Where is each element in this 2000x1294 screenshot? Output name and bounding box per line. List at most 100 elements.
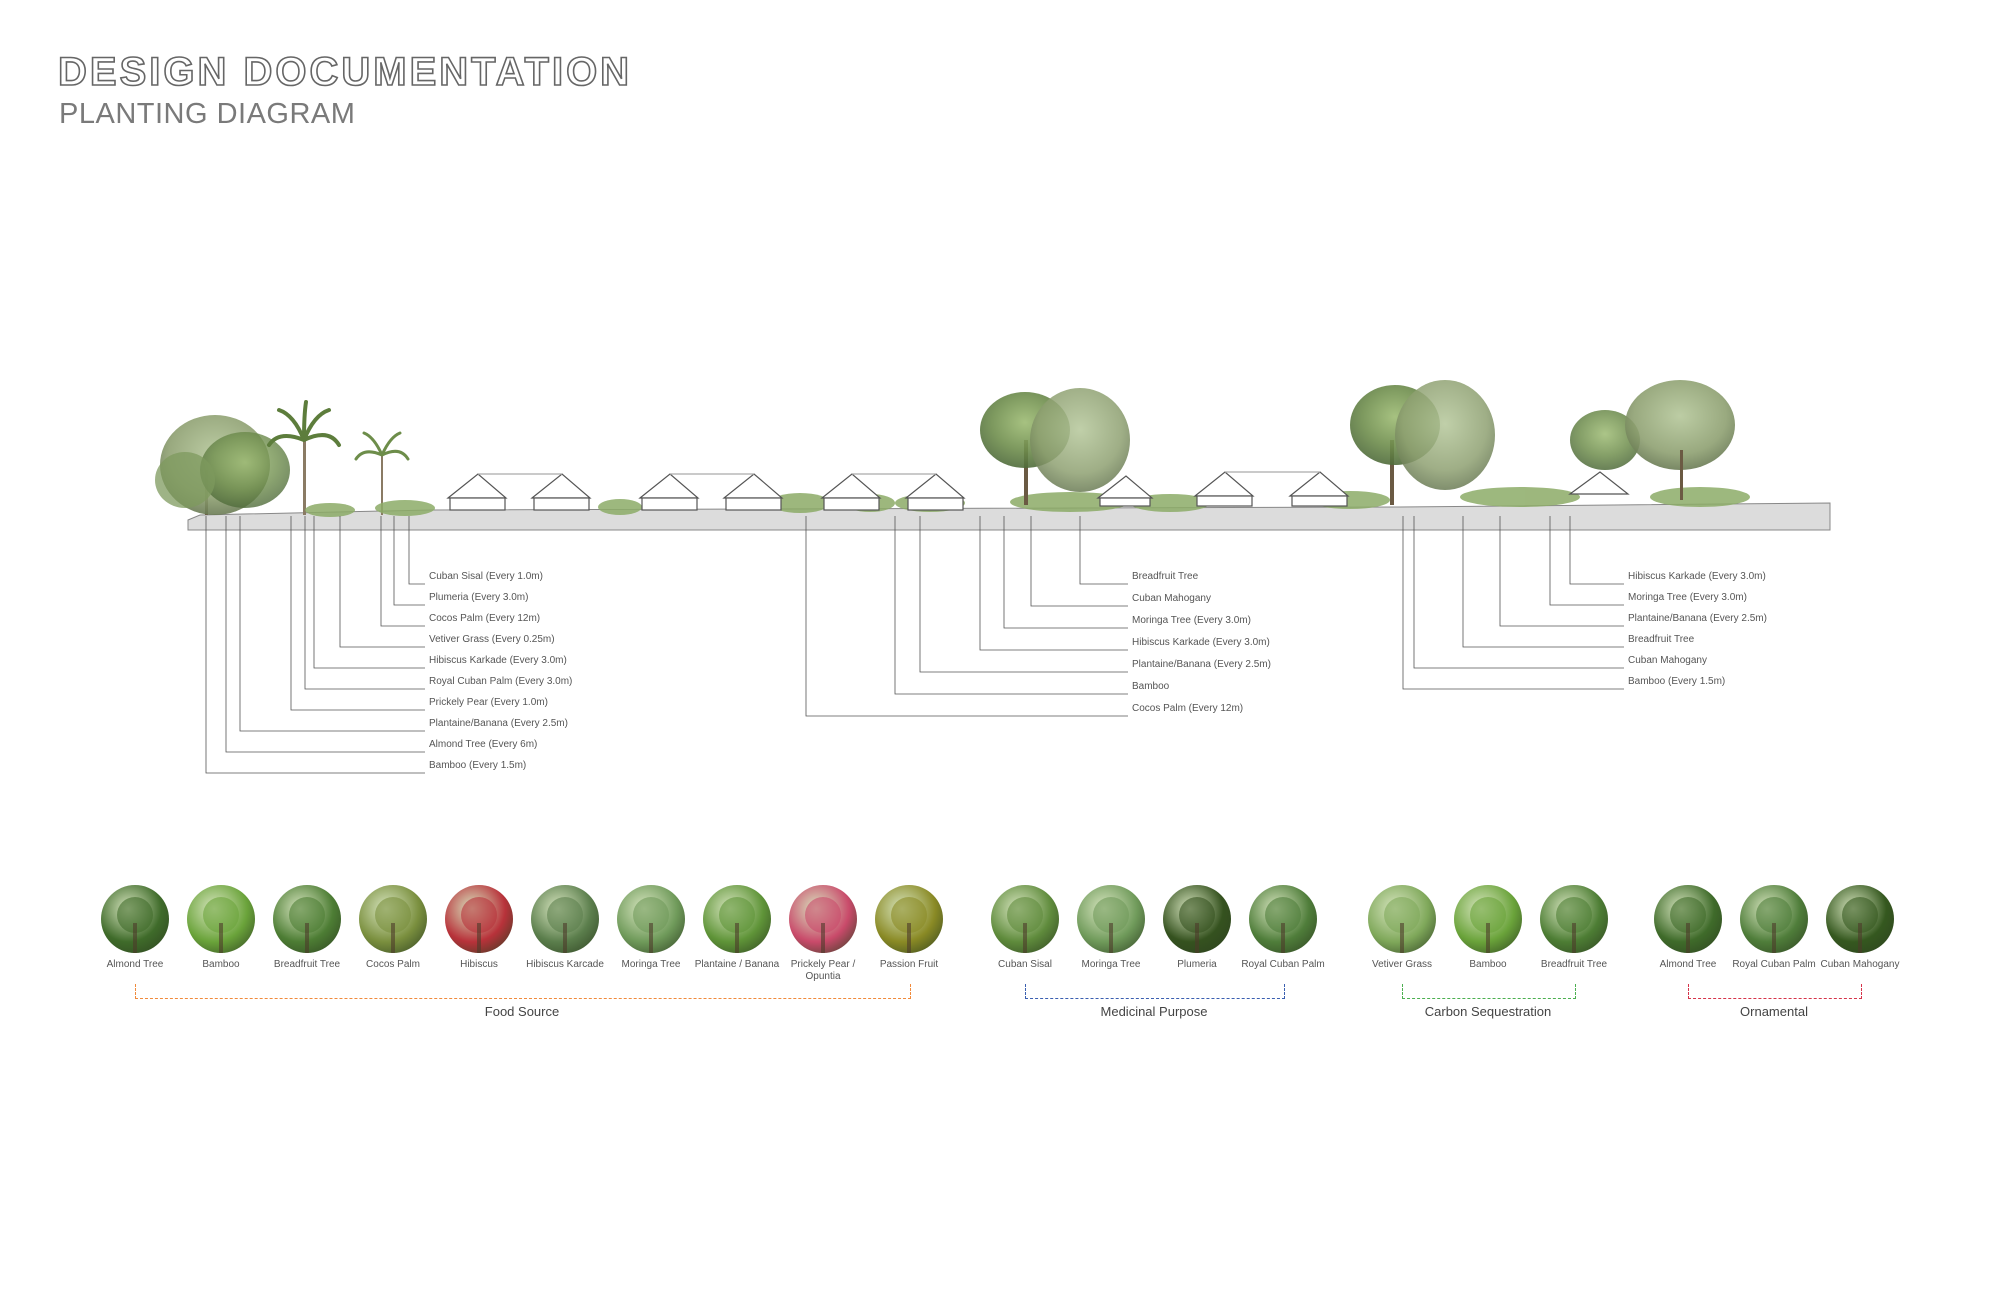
hibiscus-photo	[445, 885, 513, 953]
group-label-medicinal: Medicinal Purpose	[1100, 1004, 1208, 1019]
legend-item: Prickely Pear / Opuntia	[773, 885, 873, 983]
callout-label-left: Almond Tree (Every 6m)	[429, 739, 537, 750]
leader-line-left-9	[205, 516, 425, 774]
legend-item: Hibiscus Karcade	[515, 885, 615, 971]
legend-item-label: Bamboo	[202, 959, 240, 970]
callout-label-left: Plumeria (Every 3.0m)	[429, 592, 528, 603]
callout-label-left: Plantaine/Banana (Every 2.5m)	[429, 718, 568, 729]
prickly-pear-photo	[789, 885, 857, 953]
legend-item: Bamboo	[171, 885, 271, 971]
leader-line-right-5	[1402, 516, 1624, 690]
callout-label-left: Cuban Sisal (Every 1.0m)	[429, 571, 543, 582]
breadfruit-tree-middle	[980, 388, 1130, 505]
callout-label-middle: Moringa Tree (Every 3.0m)	[1132, 615, 1251, 626]
callout-labels: Cuban Sisal (Every 1.0m) Plumeria (Every …	[429, 571, 1767, 771]
pavilion-3	[820, 473, 966, 511]
legend-item: Cuban Mahogany	[1810, 885, 1910, 971]
legend-item-label: Cuban Mahogany	[1820, 959, 1900, 970]
ground-section	[187, 502, 1831, 531]
legend-item-label: Royal Cuban Palm	[1732, 959, 1816, 970]
trees-right	[1350, 380, 1735, 505]
group-bracket-carbon	[1402, 984, 1576, 999]
leader-line-left-2	[380, 516, 425, 627]
legend-item-label: Moringa Tree	[621, 959, 681, 970]
callout-label-middle: Cocos Palm (Every 12m)	[1132, 703, 1243, 714]
legend-item-label: Cuban Sisal	[998, 959, 1052, 970]
passion-fruit-photo	[875, 885, 943, 953]
callout-label-middle: Hibiscus Karkade (Every 3.0m)	[1132, 637, 1270, 648]
pavilion-5	[1193, 471, 1350, 507]
hibiscus-karcade-photo	[531, 885, 599, 953]
legend-item-label: Bamboo	[1469, 959, 1507, 970]
legend-item-label: Plantaine / Banana	[694, 959, 780, 970]
leader-line-middle-4	[919, 516, 1128, 673]
moringa-tree-photo	[617, 885, 685, 953]
legend-item-label: Breadfruit Tree	[1540, 959, 1608, 970]
legend-item: Hibiscus	[429, 885, 529, 971]
callout-label-left: Royal Cuban Palm (Every 3.0m)	[429, 676, 572, 687]
callout-label-middle: Bamboo	[1132, 681, 1170, 692]
legend-item: Moringa Tree	[1061, 885, 1161, 971]
pavilion-4	[1096, 475, 1154, 507]
leader-line-left-0	[408, 516, 425, 585]
bamboo-photo	[187, 885, 255, 953]
leader-line-right-2	[1499, 516, 1624, 627]
callout-label-right: Plantaine/Banana (Every 2.5m)	[1628, 613, 1767, 624]
callout-label-left: Vetiver Grass (Every 0.25m)	[429, 634, 555, 645]
group-bracket-ornamental	[1688, 984, 1862, 999]
leader-line-middle-2	[1003, 516, 1128, 629]
pavilion-6	[1568, 471, 1630, 495]
cocos-palm	[354, 431, 410, 515]
callout-label-right: Moringa Tree (Every 3.0m)	[1628, 592, 1747, 603]
pavilion-2	[638, 473, 784, 511]
legend-item-label: Cocos Palm	[366, 959, 420, 970]
legend-item: Breadfruit Tree	[1524, 885, 1624, 971]
legend-item-label: Royal Cuban Palm	[1241, 959, 1325, 970]
legend-item: Almond Tree	[1638, 885, 1738, 971]
callout-label-left: Prickely Pear (Every 1.0m)	[429, 697, 548, 708]
legend-item: Breadfruit Tree	[257, 885, 357, 971]
cuban-mahogany-photo	[1826, 885, 1894, 953]
leader-line-right-1	[1549, 516, 1624, 606]
group-label-food: Food Source	[484, 1004, 560, 1019]
legend-item-label: Plumeria	[1177, 959, 1217, 970]
group-label-carbon: Carbon Sequestration	[1424, 1004, 1552, 1019]
leader-line-middle-1	[1030, 516, 1128, 607]
vegetation-layer	[155, 380, 1750, 517]
moringa-tree-photo	[1077, 885, 1145, 953]
legend-item-label: Moringa Tree	[1081, 959, 1141, 970]
legend-item: Cocos Palm	[343, 885, 443, 971]
leader-line-middle-5	[894, 516, 1128, 695]
callout-label-left: Hibiscus Karkade (Every 3.0m)	[429, 655, 567, 666]
legend-item: Passion Fruit	[859, 885, 959, 971]
leader-line-right-0	[1569, 516, 1624, 585]
callout-label-right: Hibiscus Karkade (Every 3.0m)	[1628, 571, 1766, 582]
royal-cuban-palm-photo	[1249, 885, 1317, 953]
leader-line-left-3	[339, 516, 425, 648]
leader-line-left-1	[393, 516, 425, 606]
page-subtitle: PLANTING DIAGRAM	[59, 98, 356, 130]
breadfruit-tree-photo	[1540, 885, 1608, 953]
callout-label-left: Cocos Palm (Every 12m)	[429, 613, 540, 624]
building-row	[446, 471, 1630, 511]
legend-item-label: Breadfruit Tree	[273, 959, 341, 970]
cocos-palm-photo	[359, 885, 427, 953]
legend-item: Royal Cuban Palm	[1233, 885, 1333, 971]
legend-item: Bamboo	[1438, 885, 1538, 971]
callout-label-left: Bamboo (Every 1.5m)	[429, 760, 526, 771]
vetiver-grass-photo	[1368, 885, 1436, 953]
legend-item: Almond Tree	[85, 885, 185, 971]
legend-item: Moringa Tree	[601, 885, 701, 971]
leader-line-middle-3	[979, 516, 1128, 651]
leader-lines	[205, 516, 1624, 774]
legend-item-label: Almond Tree	[106, 959, 164, 970]
royal-cuban-palm-photo	[1740, 885, 1808, 953]
almond-tree-left	[155, 415, 290, 515]
leader-line-left-5	[304, 516, 425, 690]
leader-line-middle-0	[1079, 516, 1128, 585]
royal-cuban-palm	[267, 400, 341, 515]
group-bracket-food	[135, 984, 911, 999]
pavilion-1	[446, 473, 592, 511]
callout-label-right: Cuban Mahogany	[1628, 655, 1707, 666]
